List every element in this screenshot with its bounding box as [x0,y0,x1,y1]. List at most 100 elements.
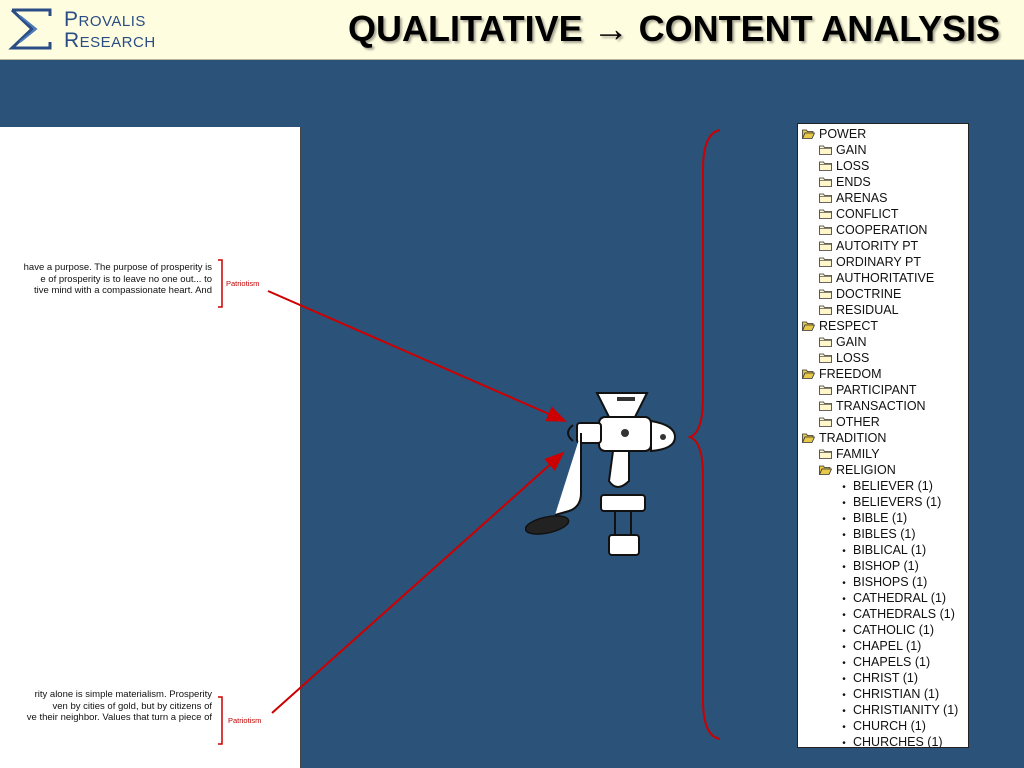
tree-item-label: BELIEVER (1) [853,479,933,493]
tree-word-item[interactable]: •BISHOPS (1) [839,574,927,590]
tree-word-item[interactable]: • CATHOLIC (1) [839,622,934,638]
tree-word-item[interactable]: •BELIEVERS (1) [839,494,941,510]
tree-item-label: FREEDOM [819,367,882,381]
tree-item-label: CHURCH (1) [853,719,926,733]
tree-word-item[interactable]: •CHAPELS (1) [839,654,930,670]
folder-icon [819,239,832,251]
tree-word-item[interactable]: • CHURCH (1) [839,718,926,734]
tree-item-label: LOSS [836,159,870,173]
tree-category-religion[interactable]: RELIGION [818,462,896,478]
tree-category-gain[interactable]: GAIN [819,142,867,158]
bullet-icon: • [842,626,846,637]
tree-word-item[interactable]: •CHRISTIANITY (1) [839,702,958,718]
arrow-top [267,290,567,422]
tree-item-label: ORDINARY PT [836,255,921,269]
tree-category-residual[interactable]: RESIDUAL [819,302,899,318]
bullet-icon: • [842,674,846,685]
folder-open-icon [801,431,816,443]
tree-item-label: BIBLICAL (1) [853,543,927,557]
sigma-logo-icon [8,8,52,50]
folder-icon [819,399,832,411]
tree-category-tradition[interactable]: TRADITION [801,430,887,446]
tree-category-gain[interactable]: GAIN [819,334,867,350]
tree-item-label: ENDS [836,175,871,189]
snippet-line: ve their neighbor. Values that turn a pi… [26,712,212,723]
tree-item-label: AUTORITY PT [836,239,919,253]
bullet-icon: • [842,642,846,653]
tree-item-label: AUTHORITATIVE [836,271,935,285]
folder-icon [819,271,832,283]
tree-word-item[interactable]: •BELIEVER (1) [839,478,933,494]
tree-item-label: RELIGION [836,463,896,477]
bullet-icon: • [842,658,846,669]
tree-item-label: COOPERATION [836,223,928,237]
tree-category-ordinary-pt[interactable]: ORDINARY PT [819,254,921,270]
tree-item-label: BELIEVERS (1) [853,495,942,509]
meat-grinder-icon [525,392,677,556]
bullet-icon: • [842,546,846,557]
bullet-icon: • [842,514,846,525]
tree-item-label: TRADITION [819,431,887,445]
tree-word-item[interactable]: • CHRIST (1) [839,670,918,686]
tree-item-label: PARTICIPANT [836,383,917,397]
tree-item-label: BIBLE (1) [853,511,908,525]
tree-item-label: CHRIST (1) [853,671,919,685]
tree-item-label: CATHOLIC (1) [853,623,935,637]
snippet-line: e of prosperity is to leave no one out..… [40,273,212,285]
tree-category-freedom[interactable]: FREEDOM [801,366,882,382]
tree-category-participant[interactable]: PARTICIPANT [819,382,917,398]
tree-item-label: OTHER [836,415,880,429]
folder-icon [819,287,832,299]
snippet-line: tive mind with a compassionate heart. An… [34,285,212,296]
tree-word-item[interactable]: •CHAPEL (1) [839,638,921,654]
folder-icon [819,175,832,187]
folder-open-icon [801,127,816,139]
tree-category-power[interactable]: POWER [801,126,867,142]
tree-item-label: GAIN [836,335,867,349]
folder-icon [819,447,832,459]
tree-word-item[interactable]: •CHRISTIAN (1) [839,686,939,702]
folder-icon [819,191,832,203]
snippet-line: ven by cities of gold, but by citizens o… [52,700,212,712]
code-label-top: Patriotism [226,279,260,288]
tree-item-label: BISHOPS (1) [853,575,928,589]
folder-icon [819,223,832,235]
tree-category-autority-pt[interactable]: AUTORITY PT [819,238,918,254]
tree-word-item[interactable]: •CATHEDRAL (1) [839,590,946,606]
tree-item-label: BISHOP (1) [853,559,919,573]
tree-word-item[interactable]: • BIBLICAL (1) [839,542,926,558]
tree-item-label: GAIN [836,143,867,157]
tree-category-loss[interactable]: LOSS [819,350,869,366]
tree-category-cooperation[interactable]: COOPERATION [819,222,927,238]
folder-open-icon [801,319,816,331]
tree-category-authoritative[interactable]: AUTHORITATIVE [819,270,934,286]
provalis-logo: Provalis Research [6,6,206,52]
tree-category-family[interactable]: FAMILY [819,446,880,462]
tree-category-doctrine[interactable]: DOCTRINE [819,286,901,302]
arrow-bottom [271,451,565,714]
tree-word-item[interactable]: • BIBLE (1) [839,510,907,526]
tree-item-label: FAMILY [836,447,880,461]
tree-category-ends[interactable]: ENDS [819,174,871,190]
tree-category-respect[interactable]: RESPECT [801,318,879,334]
tree-word-item[interactable]: •CHURCHES (1) [839,734,942,747]
code-bracket-top [218,259,223,308]
tree-word-item[interactable]: • BISHOP (1) [839,558,919,574]
folder-open-icon [801,367,816,379]
tree-category-arenas[interactable]: ARENAS [819,190,887,206]
text-snippet-top: have a purpose. The purpose of prosperit… [0,262,212,297]
tree-item-label: POWER [819,127,867,141]
tree-category-loss[interactable]: LOSS [819,158,869,174]
tree-word-item[interactable]: •BIBLES (1) [839,526,916,542]
document-panel: have a purpose. The purpose of prosperit… [0,127,301,768]
bullet-icon: • [842,562,846,573]
tree-item-label: BIBLES (1) [853,527,916,541]
folder-icon [819,303,832,315]
tree-word-item[interactable]: •CATHEDRALS (1) [839,606,955,622]
tree-category-other[interactable]: OTHER [819,414,880,430]
tree-category-conflict[interactable]: CONFLICT [819,206,899,222]
tree-item-label: RESPECT [819,319,879,333]
bullet-icon: • [842,722,846,733]
tree-category-transaction[interactable]: TRANSACTION [819,398,926,414]
